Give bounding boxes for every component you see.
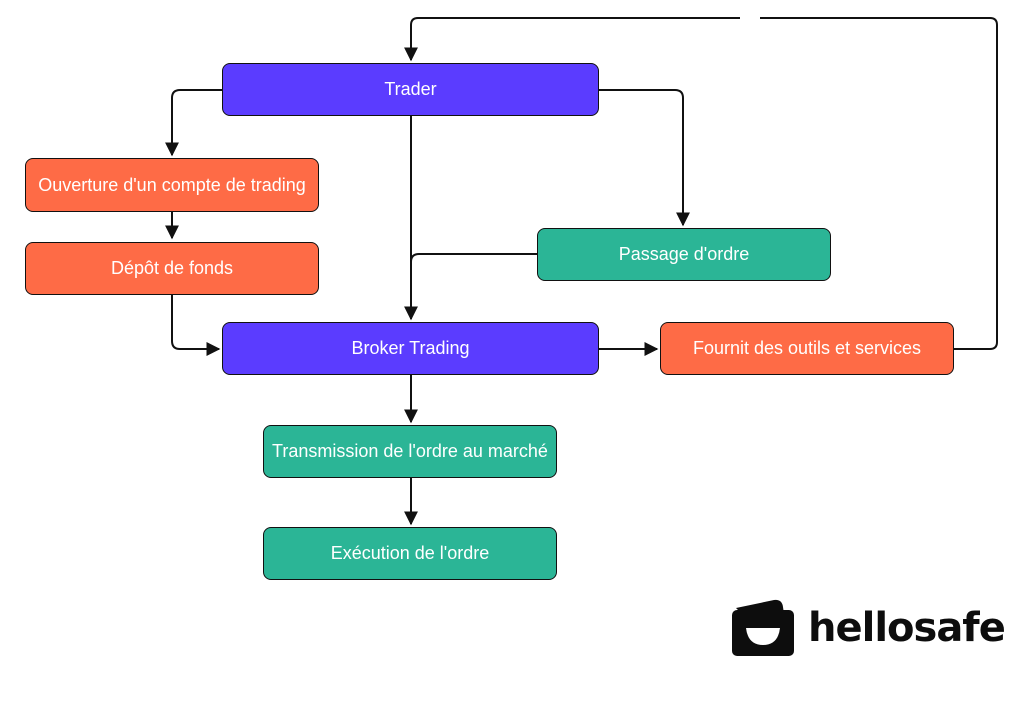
node-passage-ordre: Passage d'ordre	[537, 228, 831, 281]
node-fournit-outils: Fournit des outils et services	[660, 322, 954, 375]
edge-trader-to-ouverture	[165, 89, 222, 157]
node-trader: Trader	[222, 63, 599, 116]
wallet-smile-icon	[732, 599, 794, 656]
node-execution-ordre: Exécution de l'ordre	[263, 527, 557, 580]
edge-depot-to-broker	[171, 295, 221, 356]
edge-passage-to-broker	[410, 253, 537, 300]
node-broker-trading: Broker Trading	[222, 322, 599, 375]
brand-logo-text: hellosafe	[808, 605, 1006, 651]
edge-fournit-to-trader	[404, 17, 998, 350]
node-depot-fonds: Dépôt de fonds	[25, 242, 319, 295]
node-transmission-ordre: Transmission de l'ordre au marché	[263, 425, 557, 478]
edge-trader-to-passage	[598, 89, 690, 227]
node-ouverture-compte: Ouverture d'un compte de trading	[25, 158, 319, 212]
